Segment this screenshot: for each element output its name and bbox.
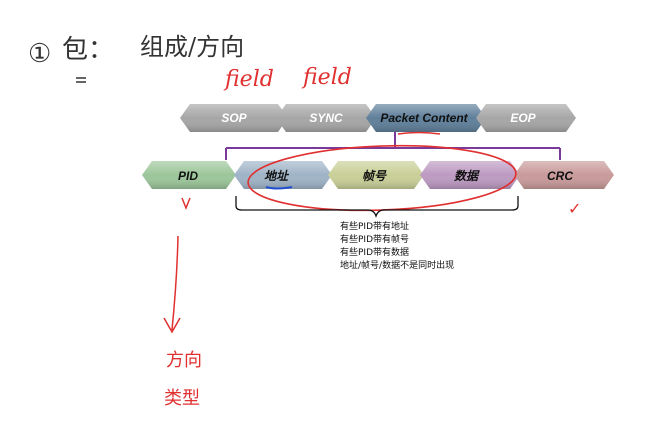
heading-text: 包： [62, 35, 114, 65]
field-label-sop: field [223, 67, 274, 92]
segment-pid-label: PID [178, 169, 198, 183]
note-line-4: 地址/帧号/数据不是同时出现 [340, 259, 454, 271]
segment-sop-label: SOP [221, 111, 247, 125]
segment-packet-content-label: Packet Content [380, 111, 468, 125]
segment-crc-label: CRC [547, 169, 573, 183]
address-underline [265, 186, 293, 190]
packet-content-underline [397, 131, 441, 135]
crc-check-mark: ✓ [568, 199, 581, 218]
bottom-row: PID 地址 帧号 数据 CRC [142, 161, 614, 189]
segment-packet-content: Packet Content [366, 104, 486, 132]
segment-frame-number-label: 帧号 [362, 169, 387, 183]
note-line-1: 有些PID带有地址 [340, 220, 409, 232]
direction-label: 方向 [166, 350, 202, 371]
note-line-3: 有些PID带有数据 [340, 246, 409, 258]
pid-arrow [163, 197, 191, 334]
segment-data: 数据 [420, 161, 520, 189]
segment-address: 地址 [234, 161, 332, 189]
segment-frame-number: 帧号 [328, 161, 424, 189]
top-row: SOP SYNC Packet Content EOP [180, 104, 576, 132]
heading-tail: 组成/方向 [140, 33, 244, 61]
heading-number: ① [28, 39, 51, 69]
segment-crc: CRC [514, 161, 614, 189]
optional-fields-brace [235, 196, 519, 219]
segment-data-label: 数据 [454, 169, 480, 183]
type-label: 类型 [164, 388, 200, 409]
segment-sync-label: SYNC [309, 111, 343, 125]
segment-pid: PID [142, 161, 236, 189]
segment-sync: SYNC [276, 104, 376, 132]
note-line-2: 有些PID带有帧号 [340, 233, 409, 245]
segment-eop-label: EOP [510, 111, 536, 125]
field-label-sync: field [301, 65, 352, 90]
notes-block: 有些PID带有地址 有些PID带有帧号 有些PID带有数据 地址/帧号/数据不是… [340, 220, 454, 271]
segment-eop: EOP [476, 104, 576, 132]
segment-address-label: 地址 [264, 169, 290, 183]
segment-sop: SOP [180, 104, 288, 132]
